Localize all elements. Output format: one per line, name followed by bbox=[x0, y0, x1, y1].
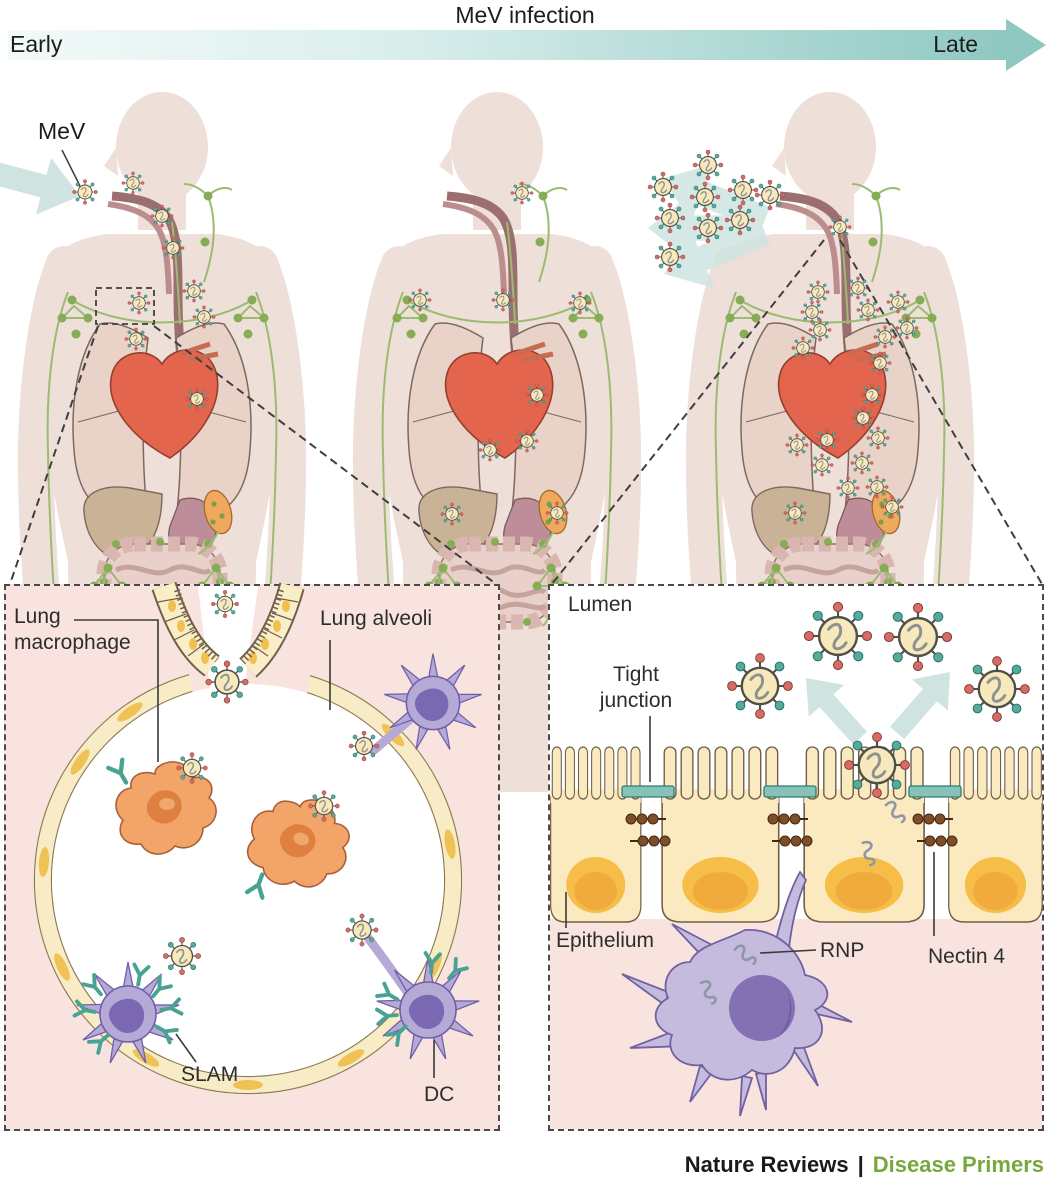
lumen-label: Lumen bbox=[568, 593, 633, 616]
virus-particles-mid bbox=[408, 181, 592, 526]
virus-particles-early bbox=[72, 171, 216, 411]
exhaled-viruses bbox=[647, 149, 786, 273]
lung-alveoli-panel bbox=[4, 584, 500, 1131]
rnp-label: RNP bbox=[820, 939, 865, 962]
zoom-source-box-lung bbox=[95, 287, 155, 325]
exhale-arrows bbox=[648, 148, 778, 304]
body-late-overlay bbox=[647, 148, 919, 525]
mev-entry-label: MeV bbox=[38, 118, 86, 144]
zoom-connector-lines bbox=[9, 239, 1043, 585]
epithelium-label: Epithelium bbox=[556, 929, 655, 952]
virus-particles-late bbox=[783, 215, 919, 525]
dc-label: DC bbox=[424, 1083, 455, 1106]
journal-brand: Nature Reviews bbox=[684, 1152, 849, 1177]
timeline-early-label: Early bbox=[10, 31, 63, 57]
journal-footer: Nature Reviews | Disease Primers bbox=[685, 1152, 1044, 1178]
timeline-arrow-bar bbox=[8, 30, 1008, 60]
lung-macrophage-label: Lung macrophage bbox=[14, 605, 131, 654]
timeline-late-label: Late bbox=[933, 31, 978, 57]
tight-junction-label: Tight junction bbox=[599, 663, 673, 712]
nectin4-label: Nectin 4 bbox=[928, 945, 1006, 968]
journal-series: Disease Primers bbox=[872, 1152, 1044, 1177]
lung-alveoli-label: Lung alveoli bbox=[320, 607, 433, 630]
footer-separator: | bbox=[857, 1152, 864, 1177]
figure-title: MeV infection bbox=[455, 2, 595, 28]
body-early-overlay bbox=[0, 141, 216, 411]
slam-label: SLAM bbox=[181, 1063, 239, 1086]
timeline-arrow-head-icon bbox=[1006, 19, 1046, 71]
